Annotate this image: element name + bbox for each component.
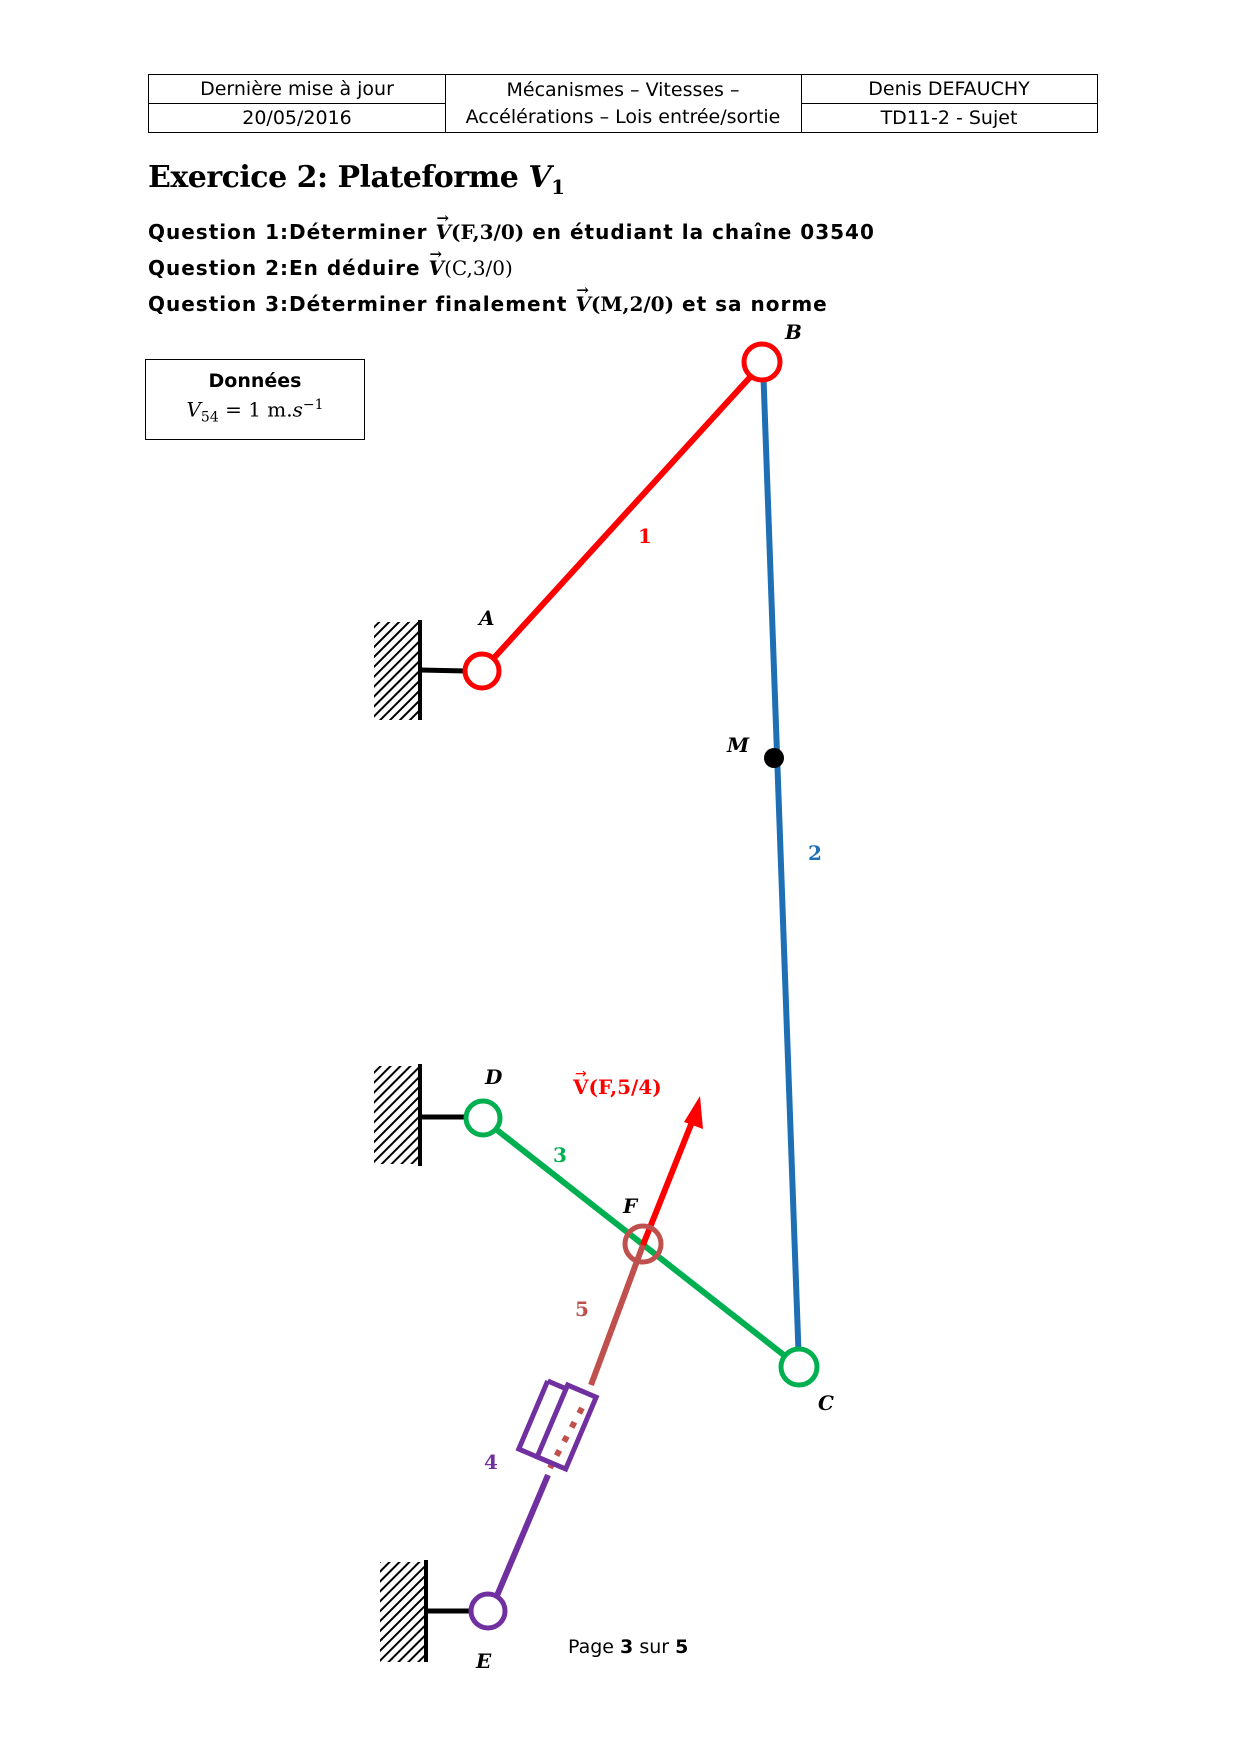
question-text: Déterminer: [289, 220, 436, 244]
joint-f: [622, 1223, 664, 1265]
exercise-title: Exercice 2: Plateforme V1: [148, 160, 565, 199]
title-var: V: [528, 160, 552, 195]
vector-args: (M,2/0): [590, 292, 675, 316]
ground-d: [374, 1064, 465, 1166]
header-table: Dernière mise à jour 20/05/2016 Mécanism…: [148, 74, 1098, 133]
label-solid-5: 5: [575, 1297, 589, 1321]
subject-line-1: Mécanismes – Vitesses –: [506, 78, 740, 101]
label-solid-4: 4: [484, 1450, 498, 1474]
velocity-vector: V→(M,2/0): [575, 281, 675, 316]
question-1: Question 1:Déterminer V→(F,3/0) en étudi…: [148, 209, 875, 244]
header-divider: [149, 103, 445, 104]
label-c: C: [818, 1391, 834, 1415]
vector-label-text: V(F,5/4): [572, 1075, 662, 1099]
vector-symbol: V: [435, 220, 452, 244]
joint-a: [462, 651, 502, 691]
joint-c: [778, 1346, 820, 1388]
ground-e: [380, 1560, 470, 1662]
page-footer: Page 3 sur 5: [568, 1636, 688, 1658]
data-equals: = 1 m.: [218, 397, 293, 422]
ground-hatch: [374, 622, 418, 720]
label-m: M: [726, 733, 750, 757]
ground-link: [419, 667, 467, 674]
data-box-value: V54 = 1 m.s−1: [146, 397, 364, 426]
ground-hatch: [380, 1562, 424, 1662]
velocity-vector: V→(C,3/0): [428, 245, 513, 280]
joint-e: [468, 1591, 508, 1631]
doc-ref: TD11-2 - Sujet: [880, 106, 1018, 129]
label-b: B: [784, 320, 802, 344]
data-box: Données V54 = 1 m.s−1: [145, 359, 365, 440]
label-a: A: [477, 606, 495, 630]
velocity-vector-arrow: [640, 1115, 697, 1247]
slider-body: [533, 1381, 600, 1473]
vector-label: V(F,5/4) →: [572, 1066, 662, 1099]
data-unit: s: [292, 397, 303, 422]
subject-cell: Mécanismes – Vitesses – Accélérations – …: [445, 75, 801, 132]
header-divider: [801, 103, 1097, 104]
vector-args: (F,3/0): [451, 220, 525, 244]
question-label: Question 3:: [148, 292, 289, 316]
label-f: F: [622, 1194, 639, 1218]
label-e: E: [475, 1649, 492, 1673]
question-text: En déduire: [289, 256, 429, 280]
question-text-end: et sa norme: [674, 292, 828, 316]
solid-1-bar: [479, 360, 766, 674]
data-var: V: [186, 397, 201, 422]
label-d: D: [484, 1065, 503, 1089]
data-var-sub: 54: [200, 409, 219, 426]
update-date: 20/05/2016: [242, 106, 352, 129]
joint-b: [741, 341, 783, 383]
title-text: Exercice 2: Plateforme: [148, 160, 529, 195]
header-divider: [445, 75, 446, 132]
vector-symbol: V: [428, 256, 445, 280]
ground-hatch: [374, 1066, 418, 1164]
joint-d: [463, 1098, 503, 1138]
question-text: Déterminer finalement: [289, 292, 576, 316]
label-solid-1: 1: [638, 524, 652, 548]
author: Denis DEFAUCHY: [868, 77, 1030, 100]
question-label: Question 2:: [148, 256, 289, 280]
vector-arrow-icon: →: [575, 1066, 587, 1082]
footer-prefix: Page: [568, 1636, 621, 1658]
vector-args: (C,3/0): [444, 256, 513, 280]
solid-4-slider: [515, 1378, 600, 1473]
footer-total: 5: [675, 1636, 689, 1658]
slider-guide: [515, 1379, 550, 1460]
point-m: [764, 748, 784, 768]
slider-guide-top: [546, 1378, 568, 1392]
question-3: Question 3:Déterminer finalement V→(M,2/…: [148, 281, 828, 316]
question-2: Question 2:En déduire V→(C,3/0): [148, 245, 513, 280]
solid-5-rod: [588, 1243, 646, 1387]
arrow-head-icon: [684, 1096, 703, 1129]
vector-symbol: V: [575, 292, 591, 316]
solid-4-rod: [493, 1473, 551, 1600]
solid-2-bar: [760, 363, 802, 1367]
label-solid-2: 2: [808, 841, 822, 865]
footer-page: 3: [620, 1636, 634, 1658]
ground-a: [374, 620, 467, 720]
update-label: Dernière mise à jour: [200, 77, 394, 100]
subject-line-2: Accélérations – Lois entrée/sortie: [465, 105, 781, 128]
footer-middle: sur: [633, 1636, 676, 1658]
velocity-vector: V→(F,3/0): [435, 209, 525, 244]
question-label: Question 1:: [148, 220, 289, 244]
data-exp: −1: [302, 397, 324, 413]
label-solid-3: 3: [553, 1143, 567, 1167]
title-sub: 1: [551, 175, 565, 199]
question-text-end: en étudiant la chaîne 03540: [524, 220, 875, 244]
data-box-title: Données: [208, 370, 302, 392]
solid-5-rod-hidden: [547, 1406, 585, 1470]
